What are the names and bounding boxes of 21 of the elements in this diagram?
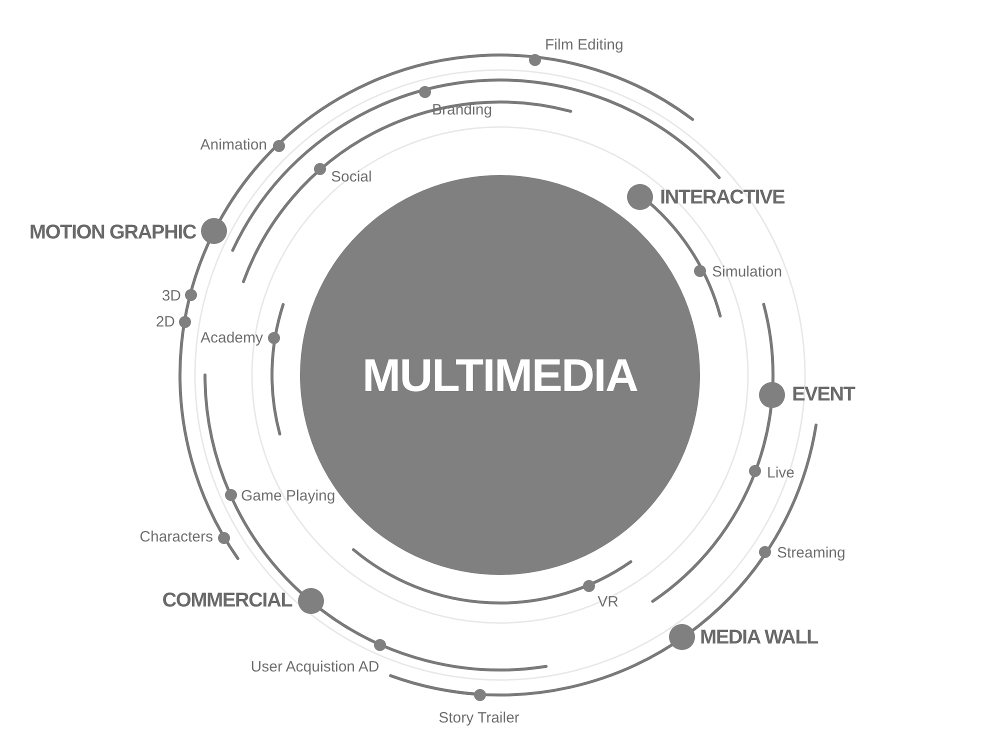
item-label: 3D xyxy=(162,288,181,304)
item-label: Animation xyxy=(200,136,267,154)
category-label: MEDIA WALL xyxy=(700,626,818,650)
item-label: User Acquistion AD xyxy=(250,658,380,676)
item-label: 2D xyxy=(156,314,175,330)
item-label: Branding xyxy=(432,102,492,118)
item-label: Simulation xyxy=(712,264,782,280)
category-label: COMMERCIAL xyxy=(162,590,292,612)
item-label: Academy xyxy=(200,330,263,346)
item-label: Streaming xyxy=(777,544,846,562)
item-label: Game Playing xyxy=(241,488,336,504)
item-label: Social xyxy=(331,168,372,186)
category-label: EVENT xyxy=(792,384,855,406)
center-title: MULTIMEDIA xyxy=(362,348,638,402)
item-label: Live xyxy=(767,464,795,482)
item-label: Characters xyxy=(140,528,213,546)
category-label: MOTION GRAPHIC xyxy=(29,222,196,244)
item-label: Story Trailer xyxy=(438,710,520,726)
category-label: INTERACTIVE xyxy=(660,186,785,210)
item-label: VR xyxy=(598,594,618,610)
item-label: Film Editing xyxy=(545,36,624,54)
